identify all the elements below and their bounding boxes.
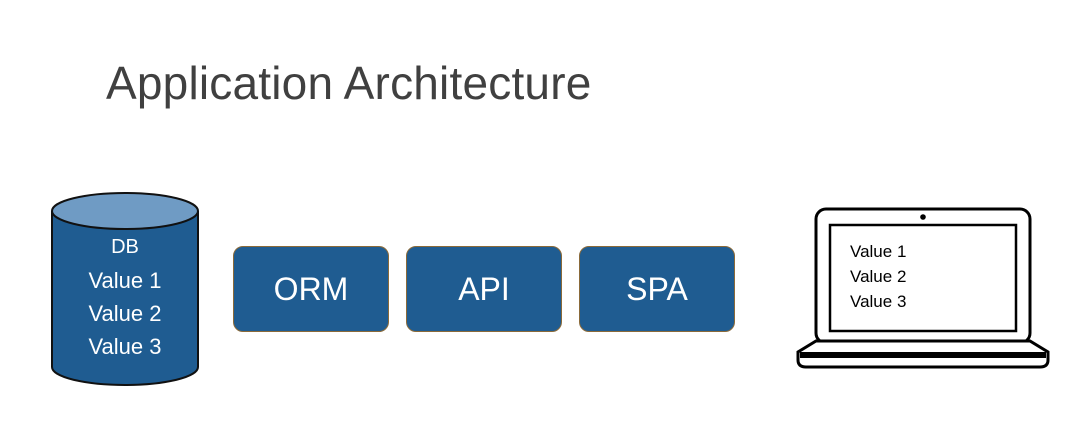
api-box: API (406, 246, 562, 332)
screen-value: Value 1 (850, 242, 907, 261)
database-value: Value 2 (88, 301, 162, 326)
database-icon (51, 192, 199, 386)
orm-box: ORM (233, 246, 389, 332)
page-title: Application Architecture (106, 57, 592, 109)
screen-value: Value 2 (850, 267, 907, 286)
screen-value: Value 3 (850, 292, 907, 311)
camera-dot (920, 214, 926, 220)
laptop-icon (796, 207, 1050, 369)
database-value: Value 3 (88, 334, 162, 359)
database-value: Value 1 (88, 268, 162, 293)
spa-box: SPA (579, 246, 735, 332)
laptop-client: Value 1 Value 2 Value 3 (794, 207, 1052, 373)
database-cylinder: DB Value 1 Value 2 Value 3 (50, 191, 200, 387)
database-label: DB (111, 236, 139, 258)
